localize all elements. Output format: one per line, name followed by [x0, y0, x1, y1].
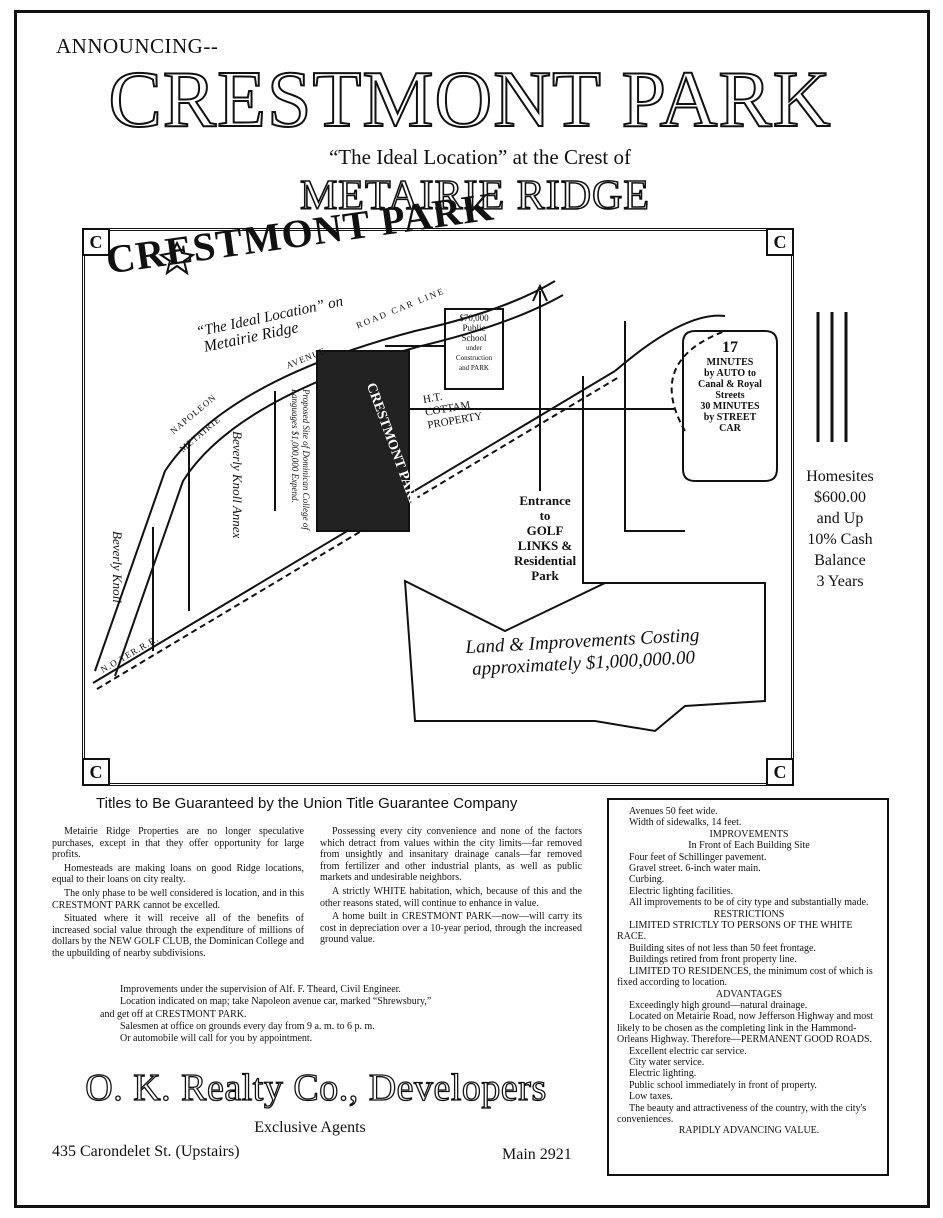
sidebar-line: City water service. [629, 1056, 705, 1068]
sidebar-line: Public school immediately in front of pr… [629, 1079, 817, 1091]
site-map: C C C C [82, 184, 794, 786]
sidebar-line: Gravel street. 6-inch water main. [629, 863, 761, 875]
decorative-rules [816, 312, 848, 442]
sidebar-line: RESTRICTIONS [713, 908, 785, 920]
golf-park-area [403, 579, 766, 733]
sidebar-line: Electric lighting facilities. [629, 885, 734, 897]
corner-c-icon: C [766, 758, 794, 786]
sidebar-line: Located on Metairie Road, now Jefferson … [617, 1011, 873, 1046]
sidebar-line: Electric lighting. [629, 1068, 697, 1080]
crestmont-lot [316, 350, 410, 532]
corner-c-icon: C [82, 758, 110, 786]
sidebar-line: Excellent electric car service. [629, 1045, 747, 1057]
sidebar-line: ADVANTAGES [715, 988, 783, 1000]
sidebar-line: Four feet of Schillinger pavement. [629, 851, 767, 863]
sidebar-line: In Front of Each Building Site [688, 840, 810, 852]
ad-border [14, 10, 930, 1208]
sidebar-line: Building sites of not less than 50 feet … [629, 942, 816, 954]
map-drawing [92, 240, 778, 733]
improvements-note: Improvements under the supervision of Al… [100, 984, 432, 1045]
corner-c-icon: C [766, 228, 794, 256]
dominican-college-label: Proposed Site of Dominican College of La… [290, 389, 311, 530]
beverly-knoll-annex-label: Beverly Knoll Annex [230, 431, 245, 539]
sidebar-line: Curbing. [629, 874, 665, 886]
developer-name: O. K. Realty Co., Developers [85, 1066, 547, 1109]
sidebar-line: All improvements to be of city type and … [629, 897, 869, 909]
sidebar-line: Exceedingly high ground—natural drainage… [629, 999, 808, 1011]
ridge-title: METAIRIE RIDGE [299, 172, 651, 220]
address: 435 Carondelet St. (Upstairs) [52, 1143, 240, 1160]
sidebar-line: LIMITED TO RESIDENCES, the minimum cost … [617, 965, 873, 989]
sidebar-line: The beauty and attractiveness of the cou… [617, 1102, 867, 1125]
exclusive-agents: Exclusive Agents [254, 1119, 366, 1136]
beverly-knoll-label: Beverly Knoll [110, 531, 125, 603]
tagline: “The Ideal Location” at the Crest of [328, 145, 632, 169]
corner-c-icon: C [82, 228, 110, 256]
phone-number: Main 2921 [502, 1146, 572, 1163]
sidebar-line: LIMITED STRICTLY TO PERSONS OF THE WHITE… [617, 920, 853, 943]
sidebar-line: Low taxes. [629, 1091, 673, 1103]
titles-guarantee: Titles to Be Guaranteed by the Union Tit… [96, 795, 518, 812]
sidebar-line: Width of sidewalks, 14 feet. [629, 817, 742, 829]
sidebar-line: Avenues 50 feet wide. [629, 806, 718, 817]
text-column-left: Metairie Ridge Properties are no longer … [52, 826, 304, 959]
announcing-heading: ANNOUNCING-- [56, 34, 219, 58]
sidebar-line: RAPIDLY ADVANCING VALUE. [678, 1125, 820, 1137]
sidebar-line: IMPROVEMENTS [709, 828, 789, 840]
sidebar-line: Buildings retired from front property li… [629, 954, 797, 966]
page-title: CRESTMONT PARK [107, 56, 832, 144]
features-sidebar: Avenues 50 feet wide.Width of sidewalks,… [607, 798, 889, 1176]
text-column-right: Possessing every city convenience and no… [320, 826, 582, 946]
